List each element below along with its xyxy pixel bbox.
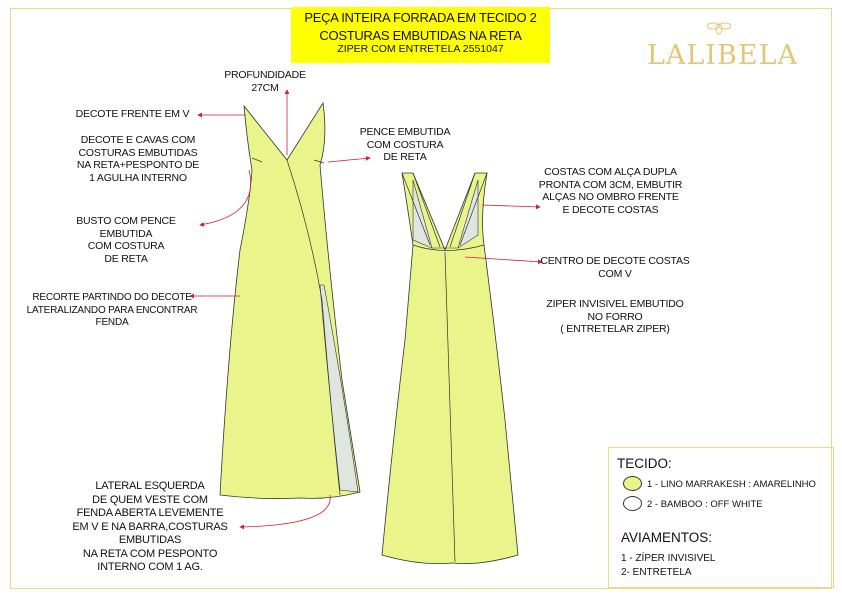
note-line: COSTURAS EMBUTIDAS [78, 146, 198, 159]
fabric-label-1: 1 - LINO MARRAKESH : AMARELINHO [647, 479, 816, 490]
title-line-2: COSTURAS EMBUTIDAS NA RETA [319, 28, 522, 43]
note-line: EM V E NA BARRA,COSTURAS EMBUTIDAS [72, 520, 228, 547]
note-line: INTERNO COM 1 AG. [97, 561, 203, 573]
brand-logo: LALIBELA [647, 40, 799, 71]
note-decote-frente: DECOTE FRENTE EM V [75, 108, 190, 120]
note-line: ( ENTRETELAR ZIPER) [560, 323, 670, 335]
note-lateral: LATERAL ESQUERDA DE QUEM VESTE COM FENDA… [45, 480, 255, 575]
note-line: DECOTE E CAVAS COM [80, 134, 196, 146]
note-line: 27CM [251, 81, 279, 94]
title-line-1: PEÇA INTEIRA FORRADA EM TECIDO 2 [304, 10, 537, 25]
note-costas: COSTAS COM ALÇA DUPLA PRONTA COM 3CM, EM… [528, 166, 693, 216]
note-line: COM V [598, 267, 632, 280]
note-line: PRONTA COM 3CM, EMBUTIR [538, 178, 683, 191]
note-line: DE RETA [104, 252, 148, 265]
note-line: 1 AGULHA INTERNO [89, 171, 187, 184]
note-line: ZIPER INVISIVEL EMBUTIDO [546, 298, 684, 310]
note-line: FENDA ABERTA LEVEMENTE [76, 507, 224, 519]
title-line-3: ZIPER COM ENTRETELA 2551047 [337, 43, 504, 55]
fabric-label-2: 2 - BAMBOO : OFF WHITE [647, 499, 763, 510]
note-line: NA RETA+PESPONTO DE [76, 159, 200, 171]
trims-heading: AVIAMENTOS: [621, 530, 713, 545]
note-busto: BUSTO COM PENCE EMBUTIDA COM COSTURA DE … [66, 215, 186, 265]
note-decote-cavas: DECOTE E CAVAS COM COSTURAS EMBUTIDAS NA… [58, 134, 218, 184]
note-line: DE QUEM VESTE COM [92, 493, 208, 506]
trim-item-2: 2- ENTRETELA [621, 567, 692, 578]
note-line: E DECOTE COSTAS [562, 203, 659, 216]
trim-item-1: 1 - ZÍPER INVISIVEL [621, 553, 716, 564]
note-line: RECORTE PARTINDO DO DECOTE [32, 292, 192, 303]
note-line: PROFUNDIDADE [224, 69, 306, 81]
note-centro: CENTRO DE DECOTE COSTAS COM V [535, 255, 695, 280]
note-recorte: RECORTE PARTINDO DO DECOTE LATERALIZANDO… [22, 292, 202, 330]
front-dress [219, 101, 361, 499]
note-line: DE RETA [383, 151, 427, 163]
note-line: FENDA [95, 317, 129, 328]
note-line: ALÇAS NO OMBRO FRENTE [542, 191, 679, 203]
note-line: COM COSTURA [366, 138, 444, 151]
fabric-heading: TECIDO: [617, 456, 672, 471]
note-profundidade: PROFUNDIDADE 27CM [215, 69, 315, 94]
note-line: BUSTO COM PENCE [76, 215, 176, 227]
fabric-swatch-1 [623, 476, 642, 491]
legend-box: TECIDO: 1 - LINO MARRAKESH : AMARELINHO … [608, 447, 834, 588]
fabric-swatch-2 [623, 496, 642, 511]
note-line: LATERALIZANDO PARA ENCONTRAR [26, 304, 198, 316]
note-ziper: ZIPER INVISIVEL EMBUTIDO NO FORRO ( ENTR… [535, 298, 695, 336]
note-line: NO FORRO [587, 310, 643, 323]
note-line: NA RETA COM PESPONTO [82, 547, 218, 560]
note-pence: PENCE EMBUTIDA COM COSTURA DE RETA [350, 126, 460, 164]
back-dress [381, 172, 519, 565]
note-line: COSTAS COM ALÇA DUPLA [544, 166, 677, 178]
title-box: PEÇA INTEIRA FORRADA EM TECIDO 2 COSTURA… [291, 7, 550, 63]
note-line: PENCE EMBUTIDA [359, 126, 451, 138]
callout-arrows [189, 89, 543, 530]
note-line: EMBUTIDA [99, 227, 153, 240]
note-line: CENTRO DE DECOTE COSTAS [540, 255, 690, 267]
note-line: LATERAL ESQUERDA [95, 480, 205, 492]
bee-logo-icon [707, 22, 731, 35]
note-line: COM COSTURA [87, 240, 165, 252]
